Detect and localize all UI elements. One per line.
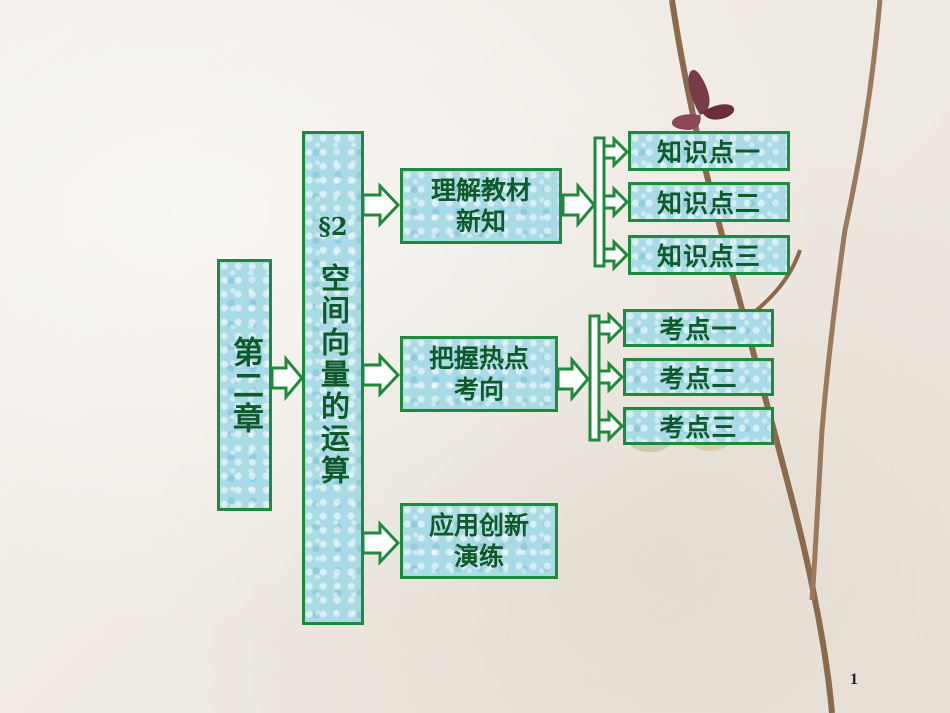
chapter-box: 第二章 [217,259,272,511]
knowledge-point-1-label: 知识点一 [656,138,761,167]
exam-point-1: 考点一 [623,309,774,347]
arrow-branch-2-to-items [556,311,625,443]
branch-1-label-line1: 理解教材 [430,175,531,205]
arrow-section-to-branch-3 [361,520,401,566]
branch-3-label-line1: 应用创新 [428,510,529,540]
knowledge-point-2: 知识点二 [628,182,790,222]
arrow-branch-1-to-items [561,135,630,272]
exam-point-3: 考点三 [623,407,774,445]
branch-box-2: 把握热点 考向 [400,336,558,412]
section-number: §2 [318,212,348,241]
exam-point-2-label: 考点二 [659,364,738,393]
section-title: 空间向量的运算 [316,263,351,487]
knowledge-point-2-label: 知识点二 [656,189,761,218]
exam-point-3-label: 考点三 [659,413,738,442]
branch-2-label-line1: 把握热点 [428,343,529,373]
flower-petal [671,114,701,130]
branch-stem-right [809,0,883,601]
arrow-chapter-to-section [270,354,304,402]
section-box: §2 空间向量的运算 [302,131,364,625]
chapter-label: 第二章 [227,335,263,435]
arrow-section-to-branch-2 [361,352,401,398]
knowledge-point-3-label: 知识点三 [656,242,761,271]
page-number: 1 [850,671,858,688]
branch-box-1: 理解教材 新知 [400,168,562,244]
knowledge-point-1: 知识点一 [628,131,790,171]
flower-petal [702,104,735,120]
branch-1-label-line2: 新知 [455,207,506,236]
branch-3-label-line2: 演练 [453,542,504,571]
branch-2-label-line2: 考向 [453,375,504,404]
branch-box-3: 应用创新 演练 [400,503,558,579]
flower-petal [688,69,710,115]
arrow-section-to-branch-1 [361,182,401,228]
exam-point-2: 考点二 [623,358,774,396]
knowledge-point-3: 知识点三 [628,235,790,275]
exam-point-1-label: 考点一 [659,315,738,344]
